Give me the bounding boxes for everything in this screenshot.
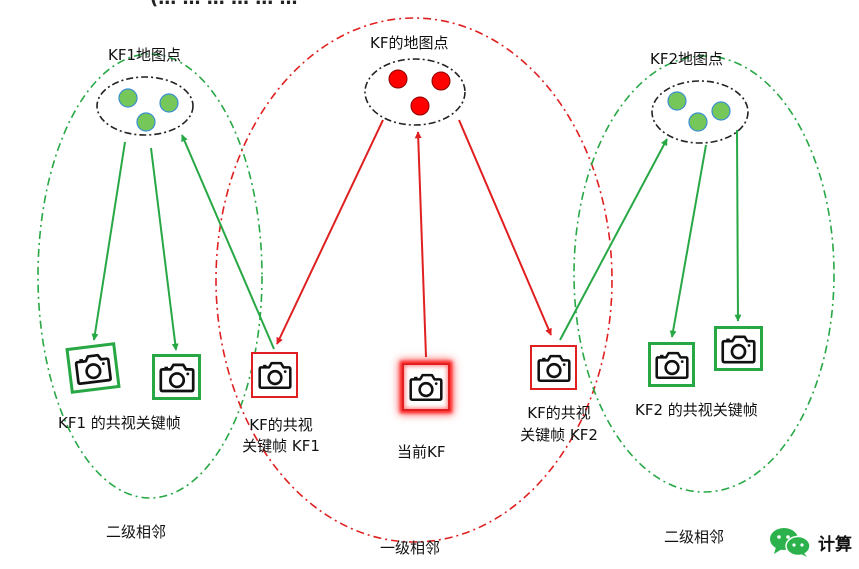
map-point	[118, 88, 138, 108]
camera-icon	[73, 350, 113, 385]
map-point	[431, 71, 451, 91]
arrow-kf-points-to-kf2	[458, 119, 552, 336]
map-point	[159, 93, 179, 113]
watermark-text: 计算	[818, 534, 852, 555]
camera-icon	[537, 353, 571, 383]
map-point	[688, 112, 708, 132]
region-center-ellipse	[215, 17, 613, 543]
region-center-label: 一级相邻	[380, 539, 441, 557]
kf1-covis-camera-2	[152, 354, 201, 400]
map-point	[711, 101, 731, 121]
kf1-covis-label: KF1 的共视关键帧	[58, 414, 181, 432]
kf2-map-points-ellipse	[651, 80, 749, 144]
kf2-covis-label: KF2 的共视关键帧	[635, 401, 758, 419]
map-point	[667, 91, 687, 111]
header-fragment: (… … … … … …	[0, 0, 859, 9]
arrow-kf2-points-to-camera-1	[669, 144, 707, 338]
kf-covis-kf2-camera	[530, 345, 577, 390]
kf-map-points-ellipse	[364, 58, 466, 126]
arrow-kf2-camera-to-kf2-points	[559, 138, 668, 341]
arrow-kf-points-to-kf1	[276, 119, 384, 345]
arrow-current-to-kf-points	[414, 131, 427, 358]
region-right-ellipse	[573, 55, 835, 493]
kf-covis-kf1-label-line2: 关键帧 KF1	[242, 437, 320, 455]
kf2-map-points-label: KF2地图点	[650, 50, 724, 68]
kf-covis-kf1-label-line1: KF的共视	[249, 416, 313, 434]
map-point	[136, 112, 156, 132]
kf-map-points-label: KF的地图点	[370, 34, 449, 52]
camera-icon	[721, 334, 756, 364]
kf-covis-kf2-label-line2: 关键帧 KF2	[520, 426, 598, 444]
kf1-map-points-label: KF1地图点	[108, 46, 182, 64]
kf1-covis-camera-1	[65, 342, 121, 394]
arrow-kf2-points-to-camera-2	[734, 129, 742, 322]
region-right-label: 二级相邻	[664, 528, 725, 546]
arrow-kf1-camera-to-kf1-points	[181, 134, 275, 350]
kf-covis-kf2-label-line1: KF的共视	[527, 404, 591, 422]
arrow-kf1-points-to-camera-2	[150, 147, 179, 351]
camera-icon	[409, 372, 443, 402]
current-kf-label: 当前KF	[397, 443, 446, 461]
kf2-covis-camera-2	[714, 326, 763, 371]
map-point	[388, 69, 408, 89]
camera-icon	[258, 360, 292, 390]
kf-covis-kf1-camera	[251, 352, 298, 398]
region-left-ellipse	[37, 53, 263, 499]
wechat-icon	[770, 528, 811, 557]
map-point	[410, 96, 430, 116]
header-fragment-text: (… … … … … …	[150, 0, 298, 9]
current-kf-camera	[402, 363, 450, 411]
watermark: 计算	[768, 524, 852, 560]
camera-icon	[159, 362, 195, 393]
camera-icon	[655, 350, 689, 380]
arrow-kf1-points-to-camera-1	[91, 141, 126, 341]
kf2-covis-camera-1	[648, 342, 695, 387]
region-left-label: 二级相邻	[106, 523, 167, 541]
